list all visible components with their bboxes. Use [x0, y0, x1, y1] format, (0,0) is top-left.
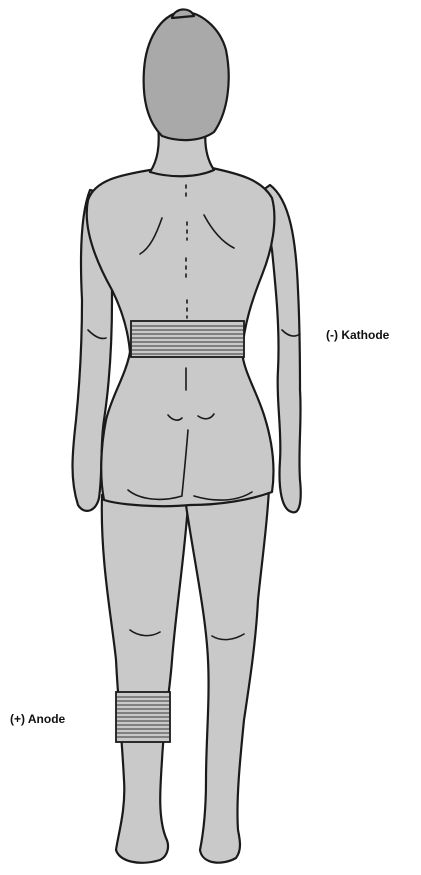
kathode-label: (-) Kathode — [326, 328, 389, 342]
anode-label: (+) Anode — [10, 712, 65, 726]
head-hair — [144, 12, 229, 140]
hair-bun — [172, 9, 194, 18]
left-leg — [102, 495, 188, 863]
right-leg — [186, 470, 270, 863]
anode-electrode-band — [116, 692, 170, 742]
kathode-electrode-band — [131, 321, 244, 357]
